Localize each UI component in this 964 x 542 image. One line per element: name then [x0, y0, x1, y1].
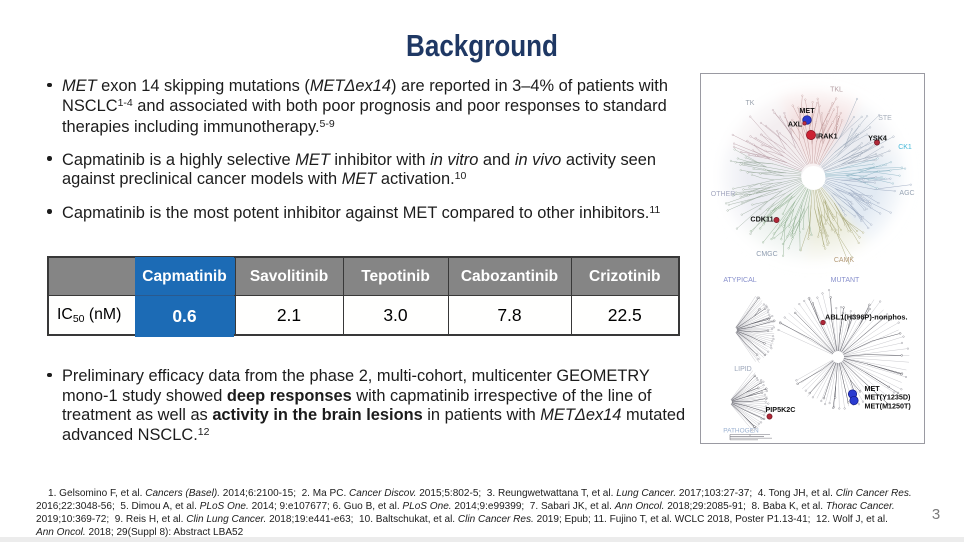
svg-text:PATHOGEN: PATHOGEN [723, 428, 759, 435]
svg-text:ATYPICAL: ATYPICAL [723, 277, 756, 284]
svg-text:IRAK1: IRAK1 [816, 132, 838, 141]
svg-text:STE: STE [878, 115, 892, 122]
svg-text:CAMK: CAMK [834, 257, 855, 264]
svg-text:MET: MET [865, 384, 881, 393]
svg-text:ABL1(H396P)-nonphos.: ABL1(H396P)-nonphos. [825, 313, 908, 322]
svg-text:CK1: CK1 [898, 144, 912, 151]
svg-text:OTHER: OTHER [711, 191, 736, 198]
svg-text:PIP5K2C: PIP5K2C [766, 405, 796, 414]
svg-text:MUTANT: MUTANT [831, 277, 860, 284]
svg-text:CDK11: CDK11 [750, 215, 773, 224]
svg-text:CMGC: CMGC [756, 251, 777, 258]
svg-text:LIPID: LIPID [734, 366, 752, 373]
svg-text:AGC: AGC [899, 190, 914, 197]
svg-text:MET(M1250T): MET(M1250T) [865, 401, 912, 410]
svg-text:AXL: AXL [788, 120, 803, 129]
svg-text:TK: TK [746, 100, 755, 107]
svg-text:YSK4: YSK4 [868, 134, 887, 143]
svg-text:TKL: TKL [830, 87, 843, 94]
svg-text:MET: MET [799, 106, 815, 115]
svg-text:MET(Y1235D): MET(Y1235D) [865, 393, 912, 402]
